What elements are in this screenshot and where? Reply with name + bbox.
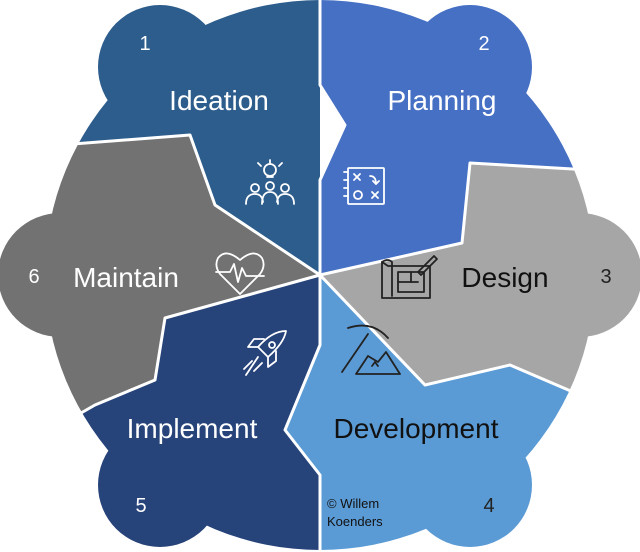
segment-number-2: 2 — [478, 33, 489, 55]
segment-label-ideation: Ideation — [169, 85, 269, 116]
segment-number-1: 1 — [139, 33, 150, 55]
heart-pulse-icon — [215, 252, 265, 295]
segment-label-design: Design — [461, 262, 548, 293]
segment-number-5: 5 — [135, 495, 146, 517]
rocket-icon — [243, 330, 287, 376]
segment-label-maintain: Maintain — [73, 262, 179, 293]
segment-label-implement: Implement — [127, 413, 258, 444]
credit-line-2: Koenders — [327, 514, 383, 529]
segment-label-development: Development — [334, 413, 499, 444]
segment-maintain — [45, 95, 320, 430]
blueprint-icon — [381, 255, 438, 299]
segment-design — [320, 160, 595, 400]
segment-number-3: 3 — [600, 266, 611, 288]
segment-number-4: 4 — [483, 495, 494, 517]
credit-line-1: © Willem — [327, 496, 379, 511]
strategy-board-icon — [343, 167, 385, 205]
lightbulb-people-icon — [245, 159, 295, 205]
segment-number-6: 6 — [28, 266, 39, 288]
pickaxe-icon — [341, 324, 401, 375]
segment-label-planning: Planning — [388, 85, 497, 116]
